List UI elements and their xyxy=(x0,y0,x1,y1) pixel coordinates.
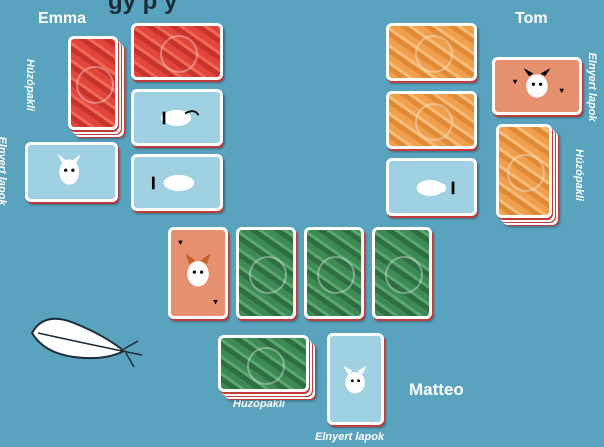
header-title: gy p y xyxy=(108,0,177,16)
dog-icon xyxy=(28,145,115,199)
emma-draw-pile[interactable] xyxy=(68,36,118,130)
card-emblem xyxy=(507,154,545,192)
card-emblem xyxy=(415,35,453,73)
card-emblem xyxy=(76,66,114,104)
tom-won-card[interactable] xyxy=(492,57,582,115)
center-card-2[interactable] xyxy=(236,227,296,319)
card-emblem xyxy=(415,103,453,141)
cat-icon xyxy=(389,161,474,213)
emma-table-card-2[interactable] xyxy=(131,89,223,146)
cat-icon xyxy=(134,92,220,143)
player-name-matteo: Matteo xyxy=(409,380,464,400)
tom-draw-pile[interactable] xyxy=(496,124,552,218)
tom-won-cards-label: Elnyert lapok xyxy=(586,51,598,123)
center-card-4[interactable] xyxy=(372,227,432,319)
emma-won-cards-label: Elnyert lapok xyxy=(0,136,8,206)
emma-draw-pile-label: Húzópakli xyxy=(24,55,36,115)
matteo-draw-pile-label: Húzópakli xyxy=(233,398,285,410)
tom-table-card-1[interactable] xyxy=(386,23,477,81)
tom-draw-pile-label: Húzópakli xyxy=(573,145,585,205)
matteo-draw-pile[interactable] xyxy=(218,335,309,392)
tom-table-card-3[interactable] xyxy=(386,158,477,216)
tom-table-card-2[interactable] xyxy=(386,91,477,149)
feather-icon xyxy=(24,305,146,375)
emma-table-card-3[interactable] xyxy=(131,154,223,211)
center-card-3[interactable] xyxy=(304,227,364,319)
dog-icon xyxy=(171,230,225,316)
card-emblem xyxy=(249,256,287,294)
player-name-emma: Emma xyxy=(38,10,86,28)
card-emblem xyxy=(247,347,285,385)
emma-won-card[interactable] xyxy=(25,142,118,202)
center-card-1[interactable] xyxy=(168,227,228,319)
card-emblem xyxy=(385,256,423,294)
emma-table-card-1[interactable] xyxy=(131,23,223,80)
card-emblem xyxy=(160,35,198,73)
dog-icon xyxy=(495,60,579,112)
cat-icon xyxy=(134,157,220,208)
card-emblem xyxy=(317,256,355,294)
matteo-won-card[interactable] xyxy=(327,333,384,425)
matteo-won-cards-label: Elnyert lapok xyxy=(315,431,384,443)
dog-icon xyxy=(330,336,381,422)
player-name-tom: Tom xyxy=(515,10,548,28)
